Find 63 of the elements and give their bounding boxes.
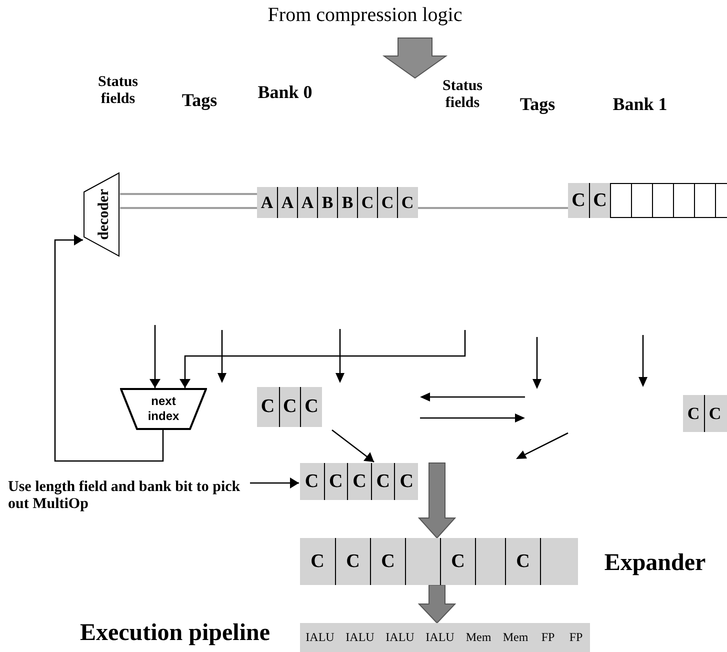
connector-line [120, 207, 257, 209]
register-row [257, 387, 322, 427]
cell-text: C [570, 188, 586, 212]
cell-text: C [278, 387, 300, 427]
cell-text: IALU [304, 629, 336, 646]
connector-line [418, 207, 568, 209]
cell-text: B [317, 187, 337, 218]
cell-text: C [370, 538, 405, 585]
column-heading: Tags [518, 94, 556, 115]
cell-text: C [370, 463, 394, 500]
cell-text: C [397, 187, 417, 218]
row-caption: Expander [603, 550, 707, 578]
column-heading: Status fields [96, 74, 139, 108]
register-row [300, 538, 578, 585]
arrow [150, 325, 160, 388]
cell-text: A [297, 187, 317, 218]
register-row [300, 623, 590, 652]
block-label: decoder [96, 189, 113, 240]
cell-text: FP [568, 629, 584, 646]
cell-text: C [324, 463, 348, 500]
cell-text: C [347, 463, 371, 500]
cell-text: C [440, 538, 475, 585]
note-text: Use length field and bank bit to pick out MultiOp [8, 479, 263, 514]
block-arrow [418, 462, 456, 539]
cell-text: C [686, 402, 701, 424]
cell-text: C [310, 550, 326, 574]
connector-line [120, 193, 257, 195]
source-label: From compression logic [266, 4, 464, 27]
column-heading: Status fields [441, 78, 484, 112]
cell-text: C [377, 187, 397, 218]
cell-text: C [394, 463, 418, 500]
arrow [54, 234, 164, 462]
register-row [568, 183, 727, 218]
cell-text: C [335, 538, 370, 585]
row-caption: Execution pipeline [78, 620, 272, 648]
cell-text: IALU [384, 629, 416, 646]
cell-text: C [704, 395, 725, 432]
arrow [250, 478, 299, 488]
cell-text: C [304, 470, 320, 494]
arrow [180, 330, 466, 388]
register-row [257, 187, 418, 218]
column-heading: Bank 0 [256, 82, 314, 103]
cell-text: IALU [344, 629, 376, 646]
register-row [300, 463, 418, 500]
cell-text: A [277, 187, 297, 218]
cell-text: C [505, 538, 540, 585]
block-label: next index [146, 394, 180, 424]
cell-text: Mem [502, 629, 530, 646]
cell-text: C [357, 187, 377, 218]
cell-text: C [260, 395, 276, 419]
cell-text: Mem [464, 629, 492, 646]
cell-text: FP [540, 629, 556, 646]
column-heading: Tags [180, 90, 218, 111]
register-row [683, 395, 727, 432]
column-heading: Bank 1 [612, 94, 668, 115]
cell-text: IALU [424, 629, 456, 646]
cell-text: A [260, 192, 274, 214]
cell-text: C [300, 387, 322, 427]
multiplexer-block [120, 388, 207, 430]
decoder-block [83, 172, 120, 257]
cell-text: B [337, 187, 357, 218]
arrow [332, 429, 374, 463]
block-arrow [418, 584, 456, 624]
